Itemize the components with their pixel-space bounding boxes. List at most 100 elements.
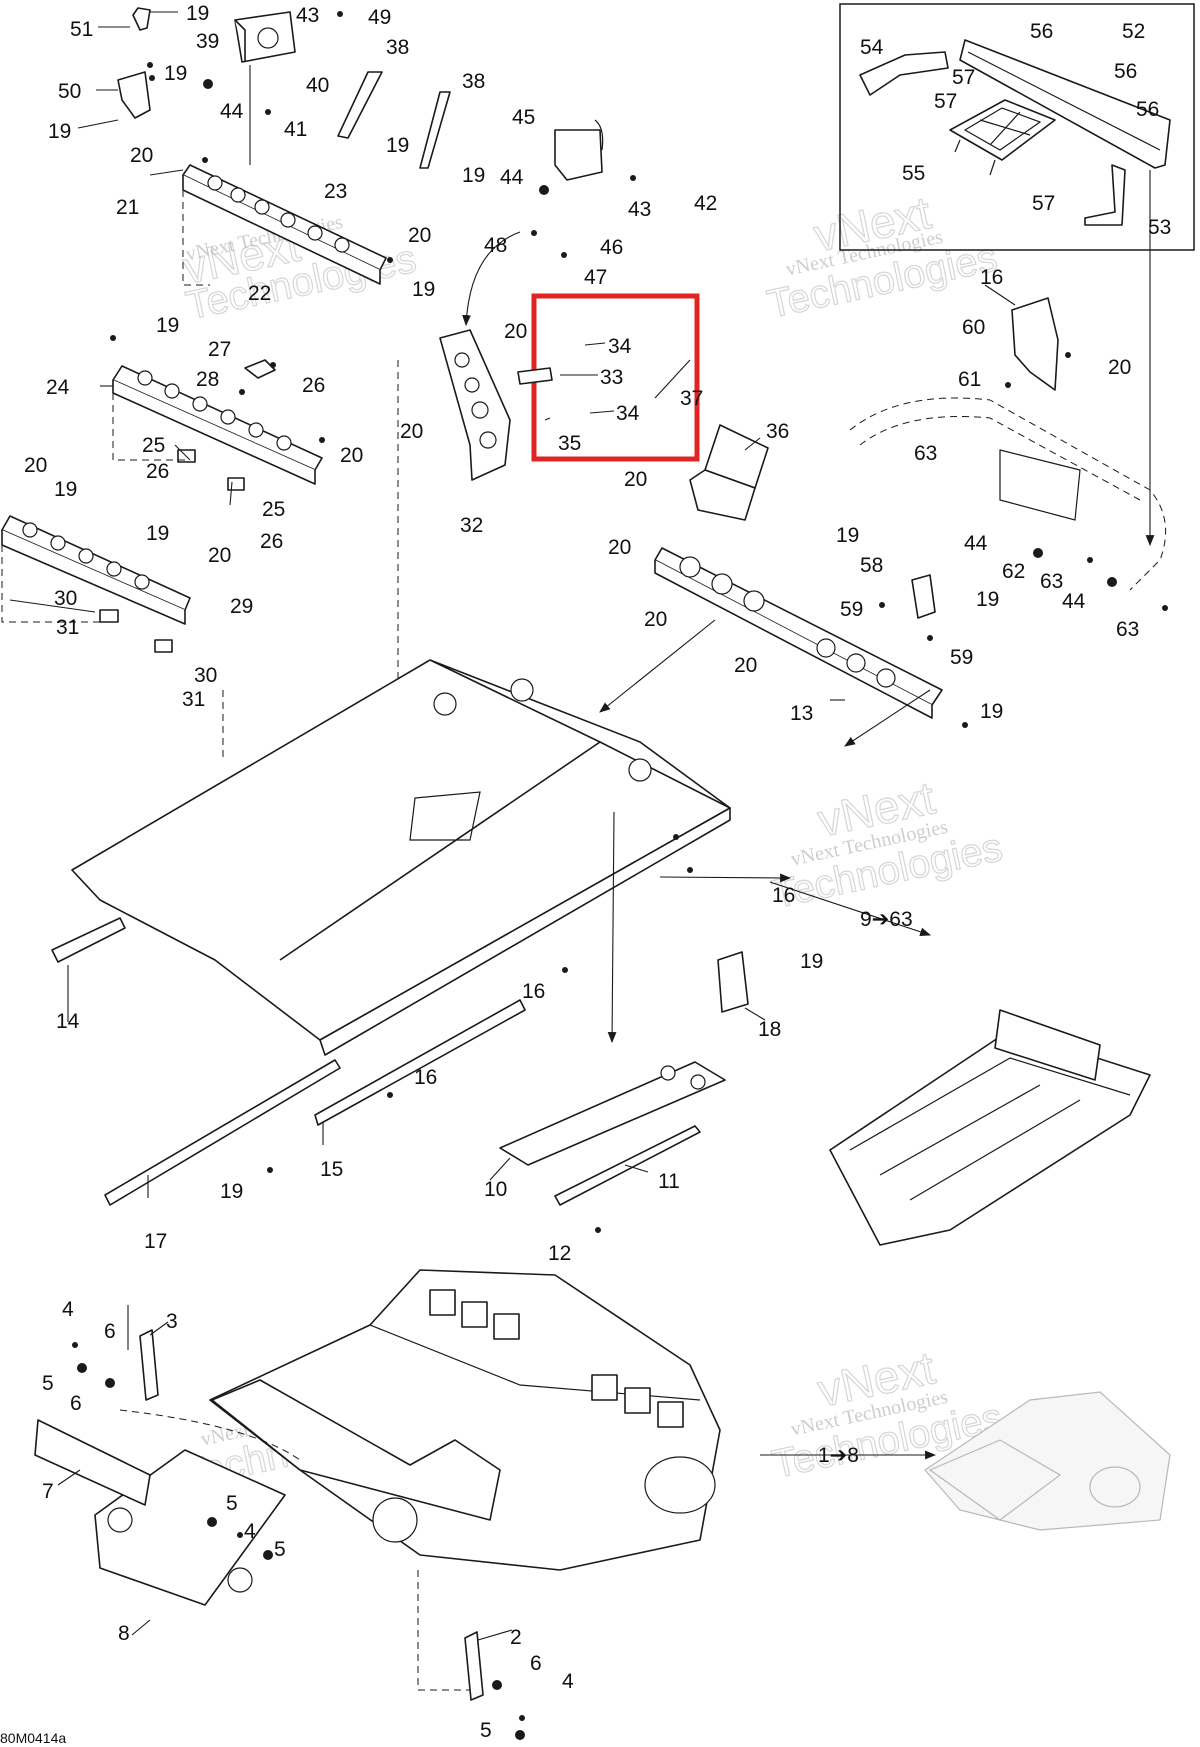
callout-57: 57 xyxy=(1032,192,1055,215)
watermark-top-right: vNext vNext Technologies Technologies xyxy=(763,186,1002,328)
callout-52: 52 xyxy=(1122,20,1145,43)
callout-21: 21 xyxy=(116,196,139,219)
callout-9-to-63: 9➔63 xyxy=(860,908,913,931)
callout-19: 19 xyxy=(412,278,435,301)
callout-20: 20 xyxy=(340,444,363,467)
assembly-preview-1-to-8 xyxy=(924,1391,1171,1531)
callout-26: 26 xyxy=(302,374,325,397)
callout-25: 25 xyxy=(142,434,165,457)
callout-20: 20 xyxy=(734,654,757,677)
callout-19: 19 xyxy=(980,700,1003,723)
callout-5: 5 xyxy=(42,1372,54,1395)
callout-63: 63 xyxy=(1040,570,1063,593)
callout-40: 40 xyxy=(306,74,329,97)
right-middle-parts xyxy=(654,297,1167,719)
callout-43: 43 xyxy=(628,198,651,221)
callout-20: 20 xyxy=(1108,356,1131,379)
callout-13: 13 xyxy=(790,702,813,725)
part-18-plate xyxy=(717,951,749,1013)
callout-19: 19 xyxy=(54,478,77,501)
callout-61: 61 xyxy=(958,368,981,391)
callout-20: 20 xyxy=(400,420,423,443)
callout-39: 39 xyxy=(196,30,219,53)
callout-44: 44 xyxy=(220,100,244,123)
callout-19: 19 xyxy=(156,314,179,337)
callout-19: 19 xyxy=(386,134,409,157)
callout-32: 32 xyxy=(460,514,483,537)
callout-labels: 51 19 43 49 39 38 50 19 44 40 41 38 19 1… xyxy=(24,2,1171,1742)
callout-63: 63 xyxy=(914,442,937,465)
bumper-inset-assembly xyxy=(859,39,1171,226)
callout-38: 38 xyxy=(462,70,485,93)
callout-16: 16 xyxy=(980,266,1003,289)
callout-58: 58 xyxy=(860,554,883,577)
callout-19: 19 xyxy=(48,120,71,143)
callout-1-to-8: 1➔8 xyxy=(818,1444,859,1467)
callout-25: 25 xyxy=(262,498,285,521)
main-tunnel xyxy=(51,659,731,1206)
callout-18: 18 xyxy=(758,1018,781,1041)
callout-4: 4 xyxy=(562,1670,574,1693)
callout-44: 44 xyxy=(1062,590,1086,613)
callout-31: 31 xyxy=(182,688,205,711)
callout-20: 20 xyxy=(408,224,431,247)
callout-23: 23 xyxy=(324,180,347,203)
callout-33: 33 xyxy=(600,366,623,389)
callout-8: 8 xyxy=(118,1622,130,1645)
callout-19: 19 xyxy=(836,524,859,547)
callout-49: 49 xyxy=(368,6,391,29)
callout-59: 59 xyxy=(950,646,973,669)
callout-6: 6 xyxy=(530,1652,542,1675)
callout-50: 50 xyxy=(58,80,81,103)
callout-20: 20 xyxy=(130,144,153,167)
callout-4: 4 xyxy=(244,1520,256,1543)
callout-26: 26 xyxy=(260,530,283,553)
callout-19: 19 xyxy=(220,1180,243,1203)
callout-56: 56 xyxy=(1136,98,1159,121)
callout-54: 54 xyxy=(860,36,884,59)
callout-3: 3 xyxy=(166,1310,178,1333)
callout-36: 36 xyxy=(766,420,789,443)
callout-30: 30 xyxy=(194,664,217,687)
callout-19: 19 xyxy=(186,2,209,25)
callout-55: 55 xyxy=(902,162,925,185)
callout-12: 12 xyxy=(548,1242,571,1265)
callout-34: 34 xyxy=(616,402,640,425)
callout-15: 15 xyxy=(320,1158,343,1181)
callout-37: 37 xyxy=(680,387,703,410)
callout-42: 42 xyxy=(694,192,717,215)
callout-57: 57 xyxy=(934,90,957,113)
callout-14: 14 xyxy=(56,1010,80,1033)
callout-26: 26 xyxy=(146,460,169,483)
callout-24: 24 xyxy=(46,376,70,399)
callout-56: 56 xyxy=(1114,60,1137,83)
callout-19: 19 xyxy=(164,62,187,85)
upper-left-brackets xyxy=(1,7,451,653)
callout-46: 46 xyxy=(600,236,623,259)
inset-frame xyxy=(839,3,1195,251)
callout-7: 7 xyxy=(42,1480,54,1503)
callout-45: 45 xyxy=(512,106,535,129)
callout-11: 11 xyxy=(658,1170,680,1193)
callout-56: 56 xyxy=(1030,20,1053,43)
callout-31: 31 xyxy=(56,616,79,639)
callout-41: 41 xyxy=(284,118,307,141)
callout-10: 10 xyxy=(484,1178,507,1201)
callout-35: 35 xyxy=(558,432,581,455)
callout-6: 6 xyxy=(104,1320,116,1343)
callout-57: 57 xyxy=(952,66,975,89)
callout-29: 29 xyxy=(230,595,253,618)
callout-27: 27 xyxy=(208,338,231,361)
callout-17: 17 xyxy=(144,1230,167,1253)
callout-19: 19 xyxy=(976,588,999,611)
fasteners xyxy=(72,11,1168,1740)
callout-62: 62 xyxy=(1002,560,1025,583)
callout-4: 4 xyxy=(62,1298,74,1321)
callout-28: 28 xyxy=(196,368,219,391)
callout-20: 20 xyxy=(608,536,631,559)
callout-48: 48 xyxy=(484,234,507,257)
callout-19: 19 xyxy=(462,164,485,187)
callout-22: 22 xyxy=(248,282,271,305)
callout-60: 60 xyxy=(962,316,985,339)
callout-19: 19 xyxy=(146,522,169,545)
